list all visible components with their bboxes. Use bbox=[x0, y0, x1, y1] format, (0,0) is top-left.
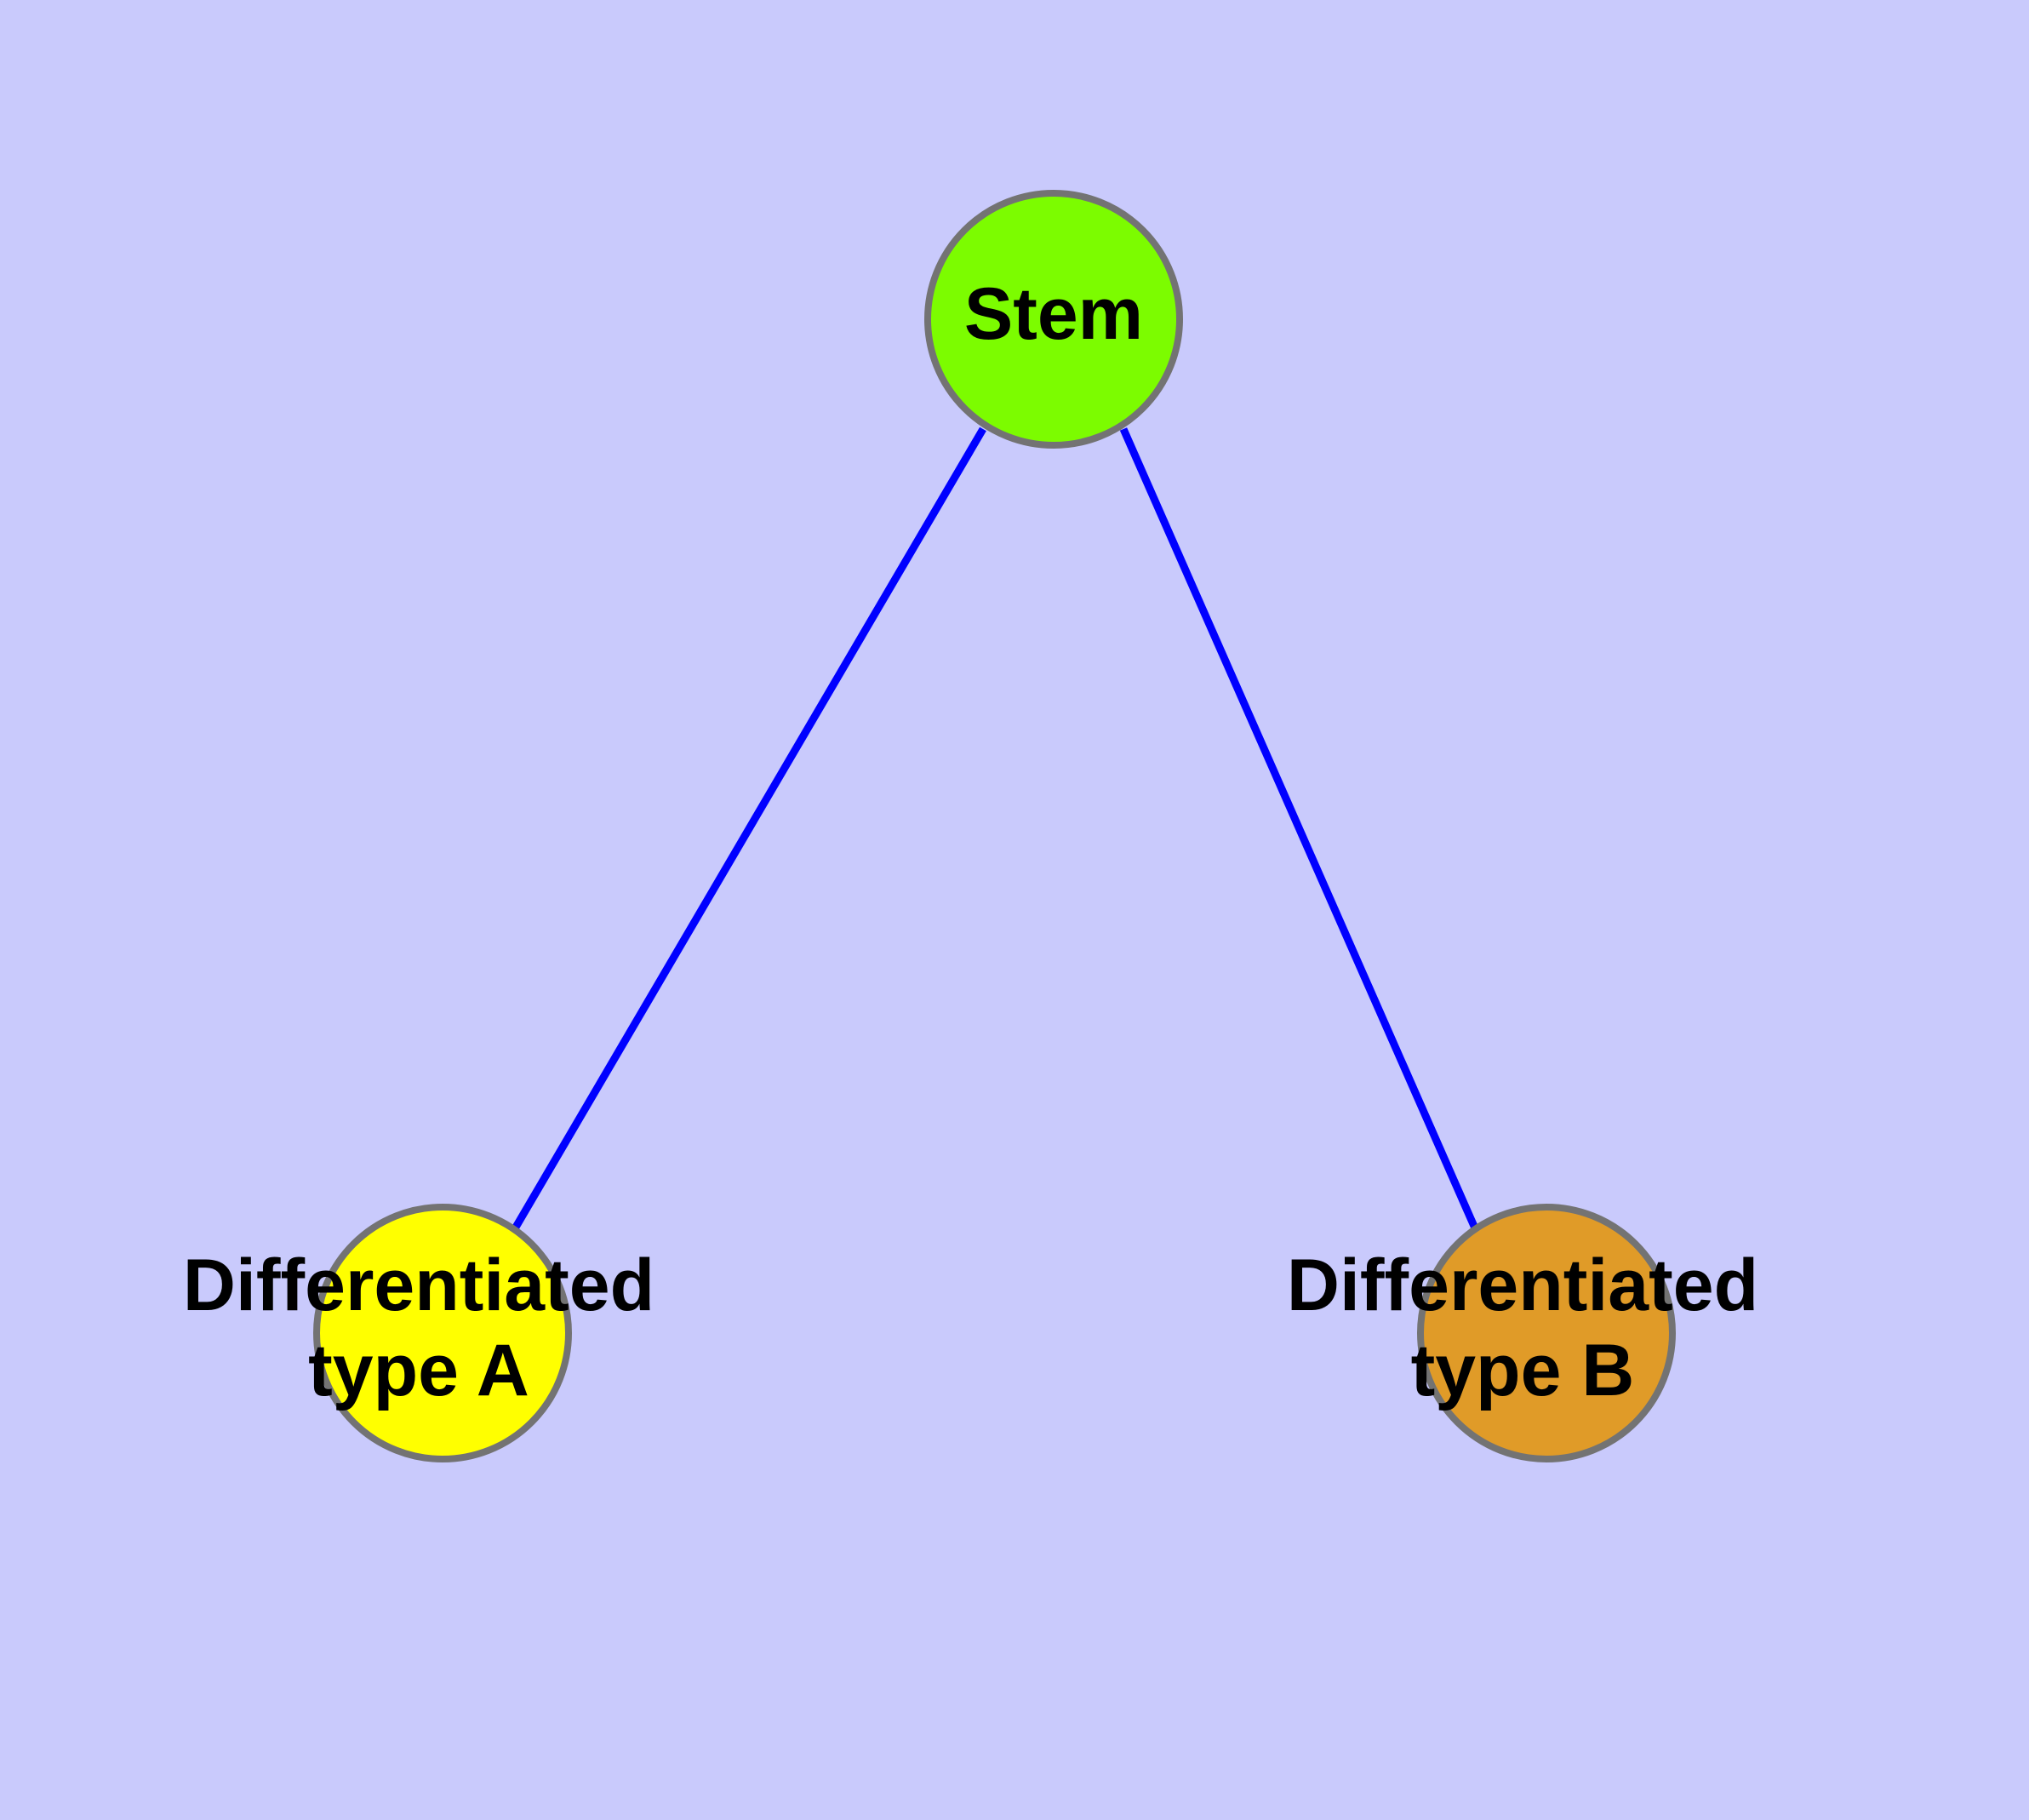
node-label-line: Differentiated bbox=[1287, 1245, 1758, 1326]
node-label-line: Stem bbox=[964, 273, 1143, 355]
node-diff-a[interactable] bbox=[313, 1204, 572, 1462]
nodes-layer bbox=[313, 190, 1676, 1462]
edge-stem-to-diff-b[interactable] bbox=[1119, 427, 1480, 1232]
node-label-line: type B bbox=[1411, 1330, 1635, 1411]
edge-stem-to-diff-a[interactable] bbox=[511, 426, 986, 1233]
node-label-stem: Stem bbox=[964, 273, 1143, 355]
node-diff-b[interactable] bbox=[1417, 1204, 1676, 1462]
node-stem[interactable] bbox=[924, 190, 1183, 449]
node-label-line: type A bbox=[308, 1330, 529, 1411]
node-label-line: Differentiated bbox=[183, 1245, 654, 1326]
edges-layer bbox=[511, 426, 1480, 1233]
